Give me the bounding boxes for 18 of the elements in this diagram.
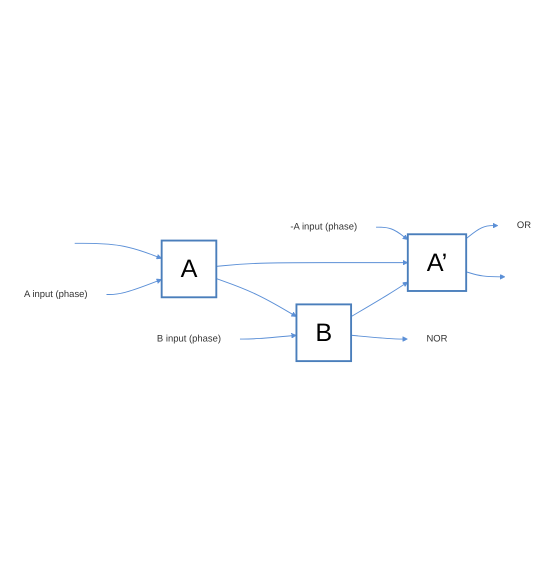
arrow (466, 272, 506, 280)
node-box: B (296, 304, 352, 362)
arrow (216, 278, 297, 318)
node-text: OR (516, 220, 532, 231)
arrow (466, 223, 498, 240)
node-text: NOR (426, 334, 448, 344)
arrow (350, 335, 408, 342)
node-box: A (160, 240, 218, 299)
arrow (239, 333, 297, 340)
node-text: B input (phase) (156, 334, 222, 344)
arrow (350, 282, 408, 318)
node-text: -A input (phase) (290, 222, 358, 232)
arrow (74, 243, 162, 260)
node-box: A’ (406, 234, 468, 292)
arrow (216, 260, 408, 268)
arrow (376, 227, 408, 240)
arrow (106, 279, 162, 296)
node-text: A input (phase) (24, 289, 88, 300)
